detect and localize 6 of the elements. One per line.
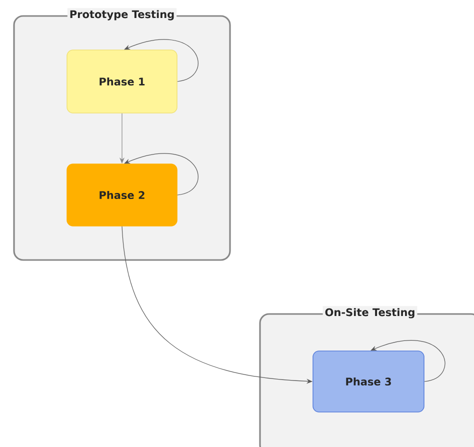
process-box: Phase 3 — [312, 350, 424, 412]
arrow — [124, 39, 198, 82]
arrow — [370, 340, 446, 382]
arrow — [124, 153, 198, 196]
process-box: Phase 2 — [66, 164, 178, 226]
process-box: Phase 1 — [66, 50, 178, 114]
